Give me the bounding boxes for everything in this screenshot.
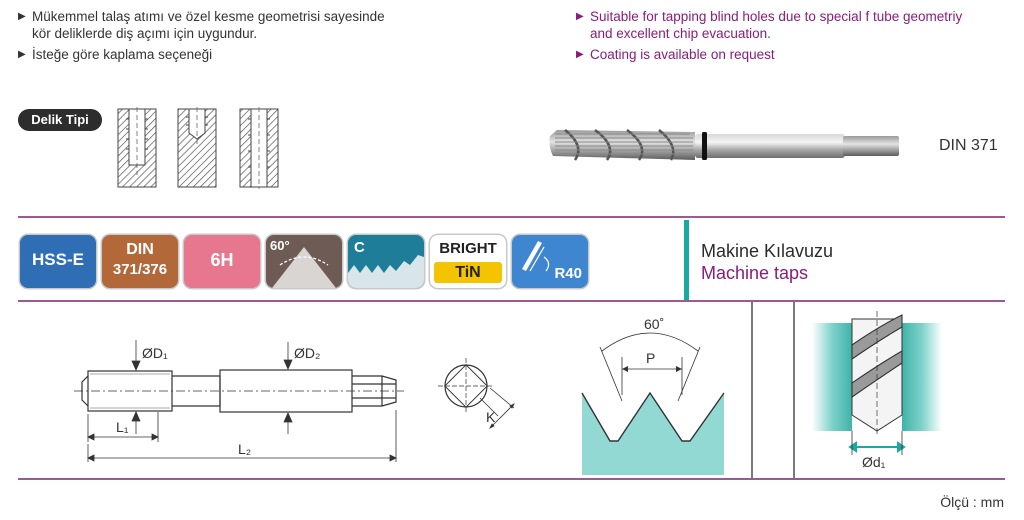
- hole-type-diagrams: [117, 107, 279, 189]
- badge-coating-line1: BRIGHT: [439, 240, 497, 257]
- badge-din-line2: 371/376: [112, 261, 168, 278]
- product-title-tr: Makine Kılavuzu: [701, 241, 834, 261]
- tap-dimension-drawing: ØD₁ ØD₂ L₁ L₂: [74, 340, 404, 462]
- shallow-blind-hole-icon: [177, 107, 217, 188]
- badge-coating: BRIGHT TiN: [430, 235, 506, 288]
- feature-tr-1-cont: kör deliklerde diş açımı için uygundur.: [32, 26, 258, 41]
- badge-angle-text: 60°: [270, 238, 290, 253]
- drawing-divider-2: [793, 302, 795, 478]
- hole-type-label: Delik Tipi: [18, 109, 102, 131]
- feature-tr-1-text: Mükemmel talaş atımı ve özel kesme geome…: [32, 9, 385, 24]
- thread-angle-icon: [272, 247, 336, 288]
- badge-din: DIN 371/376: [102, 235, 178, 288]
- badge-din-line1: DIN: [126, 241, 154, 258]
- helix-angle-icon: [522, 241, 550, 272]
- dim-cut-diameter: Ød₁: [862, 454, 886, 470]
- badge-material-text: HSS-E: [32, 250, 84, 269]
- feature-en-2-text: Coating is available on request: [590, 47, 775, 62]
- bullet-arrow-icon: ▶: [576, 49, 584, 60]
- badge-chamfer-text: C: [354, 239, 365, 256]
- spiral-tap-image: [549, 128, 899, 161]
- standard-label: DIN 371: [939, 137, 998, 154]
- square-end-drawing: K: [438, 358, 515, 429]
- bullet-arrow-icon: ▶: [576, 11, 584, 22]
- feature-tr-2: ▶ İsteğe göre kaplama seçeneği: [18, 46, 458, 63]
- dim-d1: ØD₁: [142, 345, 168, 361]
- unit-label: Ölçü : mm: [940, 494, 1004, 510]
- feature-tr-2-text: İsteğe göre kaplama seçeneği: [32, 47, 213, 62]
- helix-cut-drawing: Ød₁: [812, 311, 942, 470]
- feature-tr-1: ▶ Mükemmel talaş atımı ve özel kesme geo…: [18, 8, 458, 42]
- dim-thread-angle: 60˚: [644, 316, 664, 332]
- badge-material: HSS-E: [20, 235, 96, 288]
- badge-helix-text: R40: [554, 265, 582, 282]
- badge-coating-line2: TiN: [455, 264, 481, 281]
- title-accent-bar: [684, 220, 689, 300]
- features-en: ▶ Suitable for tapping blind holes due t…: [576, 8, 1016, 67]
- feature-en-1: ▶ Suitable for tapping blind holes due t…: [576, 8, 1016, 42]
- bullet-arrow-icon: ▶: [18, 11, 26, 22]
- drawing-divider-1: [751, 302, 753, 478]
- badge-helix: R40: [512, 235, 588, 288]
- dim-l2: L₂: [238, 441, 251, 457]
- through-hole-icon: [239, 107, 279, 189]
- divider-middle: [18, 300, 1005, 302]
- badge-chamfer: C: [348, 235, 424, 288]
- dim-k: K: [486, 409, 496, 425]
- dim-pitch: P: [646, 350, 655, 366]
- blind-hole-icon: [117, 107, 157, 188]
- coating-color-strip: [434, 262, 502, 283]
- feature-en-2: ▶ Coating is available on request: [576, 46, 1016, 63]
- features-tr: ▶ Mükemmel talaş atımı ve özel kesme geo…: [18, 8, 458, 67]
- feature-en-1-cont: and excellent chip evacuation.: [590, 26, 771, 41]
- dim-l1: L₁: [116, 419, 129, 435]
- bullet-arrow-icon: ▶: [18, 49, 26, 60]
- thread-profile-drawing: 60˚ P: [581, 316, 725, 475]
- dim-d2: ØD₂: [294, 345, 320, 361]
- chamfer-form-icon: [348, 255, 424, 288]
- badge-tolerance: 6H: [184, 235, 260, 288]
- divider-top: [18, 216, 1005, 218]
- badge-thread-angle: 60°: [266, 235, 342, 288]
- divider-bottom: [18, 478, 1005, 480]
- feature-en-1-text: Suitable for tapping blind holes due to …: [590, 9, 963, 24]
- badge-tolerance-text: 6H: [210, 250, 234, 270]
- product-title-en: Machine taps: [701, 263, 809, 283]
